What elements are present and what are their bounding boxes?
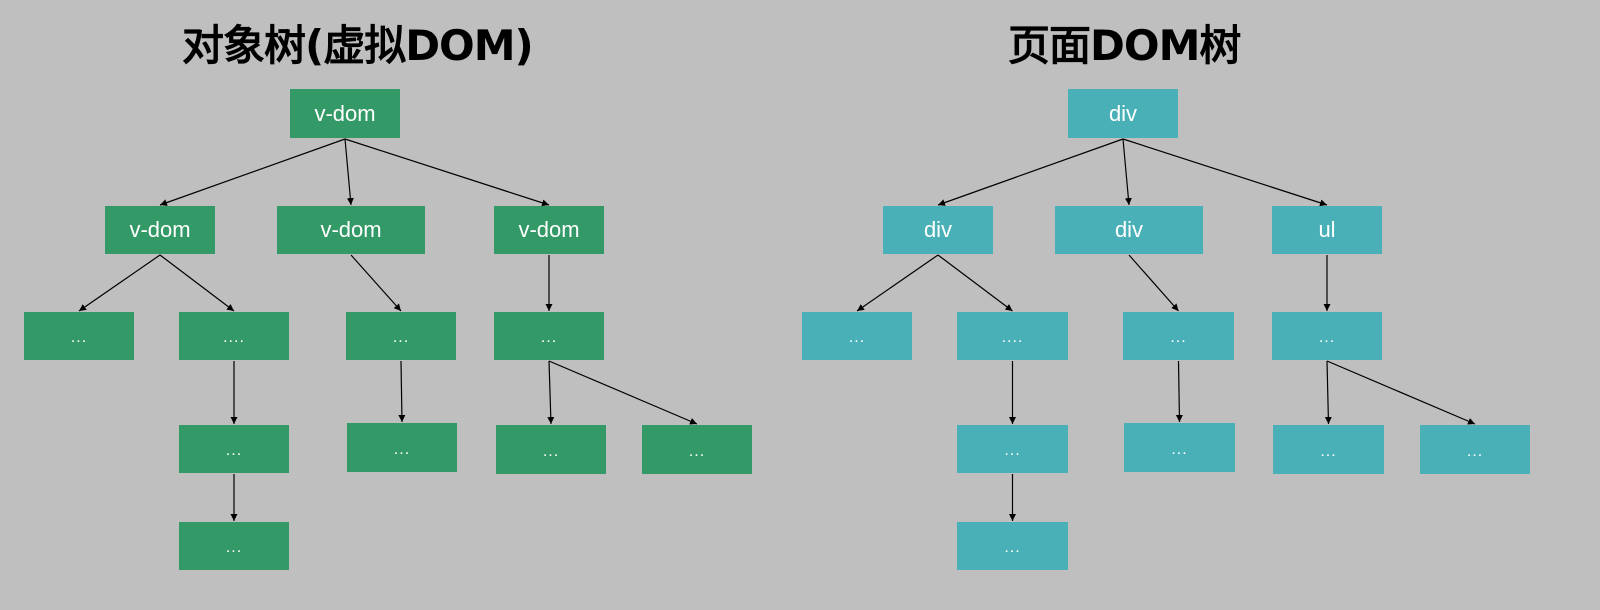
node-label: ...	[392, 329, 410, 346]
node-label: ...	[1004, 539, 1021, 556]
node-label: ...	[1171, 440, 1188, 458]
real-tree-edge	[1324, 360, 1332, 425]
virtual-tree-node: ...	[347, 423, 457, 472]
virtual-tree-edge	[344, 138, 550, 207]
real-tree-edge	[937, 138, 1124, 206]
page-dom-tree-title: 页面DOM树	[1008, 21, 1241, 70]
virtual-tree-node: v-dom	[494, 206, 604, 254]
real-tree-edge	[1175, 360, 1183, 423]
real-tree-node: ...	[1123, 312, 1234, 360]
real-tree-edge	[1122, 138, 1328, 207]
node-label: ...	[1318, 329, 1336, 346]
node-label: ...	[70, 329, 88, 346]
real-tree-node: ...	[802, 312, 912, 360]
virtual-tree-edge	[159, 138, 346, 206]
node-label: ...	[1170, 329, 1187, 346]
virtual-tree-node: ...	[496, 425, 606, 474]
real-tree-node: ...	[1420, 425, 1530, 474]
node-label: v-dom	[320, 217, 382, 242]
node-label: v-dom	[129, 217, 191, 242]
virtual-tree-edge	[78, 254, 161, 312]
node-label: ...	[225, 539, 243, 556]
node-label: ...	[688, 442, 706, 460]
virtual-tree-node: ....	[179, 312, 289, 360]
real-tree-node: ...	[1272, 312, 1382, 360]
node-label: ...	[393, 440, 411, 458]
real-tree-edge	[1128, 254, 1179, 312]
real-tree-node: ...	[1124, 423, 1235, 472]
node-label: ...	[542, 442, 560, 460]
node-label: ...	[848, 329, 866, 346]
virtual-tree-edge	[547, 360, 555, 425]
real-tree-node: div	[1055, 206, 1203, 254]
virtual-tree-node: v-dom	[290, 89, 400, 138]
node-label: v-dom	[314, 100, 376, 126]
real-tree-edge	[937, 254, 1013, 312]
virtual-tree-edge	[548, 360, 698, 425]
real-tree-edge	[856, 254, 939, 312]
node-label: ...	[1466, 442, 1484, 460]
virtual-tree-edge	[350, 254, 402, 312]
virtual-tree-node: ...	[179, 522, 289, 570]
virtual-tree-node: v-dom	[105, 206, 215, 254]
node-label: v-dom	[518, 217, 580, 242]
node-label: ....	[223, 329, 245, 346]
real-tree-node: ul	[1272, 206, 1382, 254]
virtual-tree-node: ...	[642, 425, 752, 474]
virtual-tree-node: ...	[346, 312, 456, 360]
real-tree-node: ....	[957, 312, 1068, 360]
virtual-tree-edge	[344, 138, 354, 206]
virtual-dom-tree-title: 对象树(虚拟DOM)	[182, 21, 534, 70]
virtual-tree-node: ...	[494, 312, 604, 360]
real-tree-node: div	[883, 206, 993, 254]
node-label: ...	[1004, 442, 1021, 459]
real-tree-node: ...	[957, 522, 1068, 570]
real-tree-node: ...	[1273, 425, 1384, 474]
real-tree-edge	[1122, 138, 1132, 206]
node-label: ....	[1001, 329, 1024, 346]
real-tree-node: ...	[957, 425, 1068, 473]
node-label: ...	[1320, 442, 1337, 460]
real-tree-edge	[1326, 360, 1476, 425]
node-label: ul	[1318, 217, 1336, 242]
node-label: div	[1114, 217, 1144, 242]
virtual-tree-node: ...	[24, 312, 134, 360]
node-label: div	[1108, 100, 1138, 126]
node-label: div	[923, 217, 953, 242]
virtual-tree-edge	[398, 360, 406, 423]
node-label: ...	[225, 442, 243, 459]
real-tree-node: div	[1068, 89, 1178, 138]
node-label: ...	[540, 329, 558, 346]
virtual-tree-node: ...	[179, 425, 289, 473]
virtual-tree-node: v-dom	[277, 206, 425, 254]
virtual-tree-edge	[159, 254, 235, 312]
